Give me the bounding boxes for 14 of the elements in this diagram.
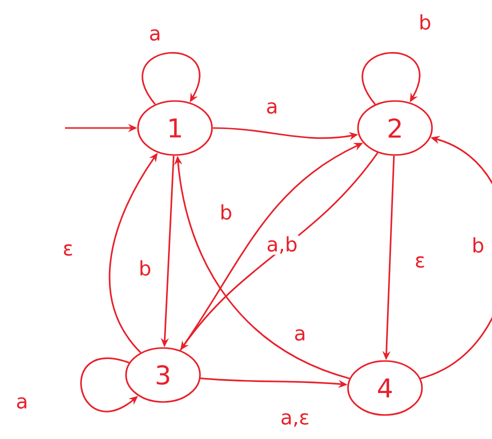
edge-label: b: [218, 203, 234, 221]
edge-label: a,ε: [279, 412, 311, 428]
self-loop-arrow: [142, 52, 200, 105]
edge-label: ε: [414, 255, 426, 269]
edge-label: b: [418, 13, 432, 31]
edge-label: a: [148, 28, 162, 42]
edge-label: b: [470, 236, 486, 254]
edge-label: ε: [62, 243, 74, 257]
self-loop-arrow: [362, 52, 420, 105]
edge-label: a: [292, 328, 308, 342]
edge-label: b: [138, 259, 152, 277]
edge-label: a: [14, 396, 30, 410]
edge-label: a: [264, 101, 280, 115]
edge-label: a,b: [265, 235, 299, 255]
